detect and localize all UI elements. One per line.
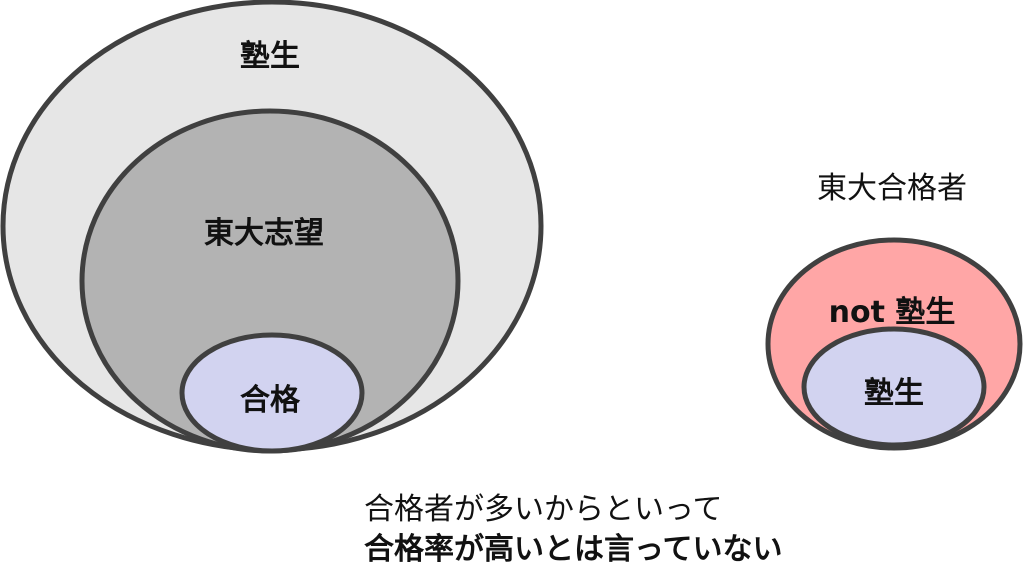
caption-line-2: 合格率が高いとは言っていない [364,532,783,567]
jukusei-inner-ellipse [801,326,987,448]
jukusei-inner-label: 塾生 [864,376,924,411]
jukusei-label: 塾生 [240,39,300,74]
goukaku-label: 合格 [240,383,301,418]
todai-goukakusha-title: 東大合格者 [817,171,967,206]
goukaku-ellipse [179,332,365,454]
left-nested-diagram: 塾生 東大志望 合格 [0,0,544,454]
todai-shibou-label: 東大志望 [204,216,324,251]
not-jukusei-label: not 塾生 [829,295,956,330]
caption-line-1: 合格者が多いからといって [364,492,723,527]
right-diagram: 東大合格者 not 塾生 塾生 [765,171,1023,451]
